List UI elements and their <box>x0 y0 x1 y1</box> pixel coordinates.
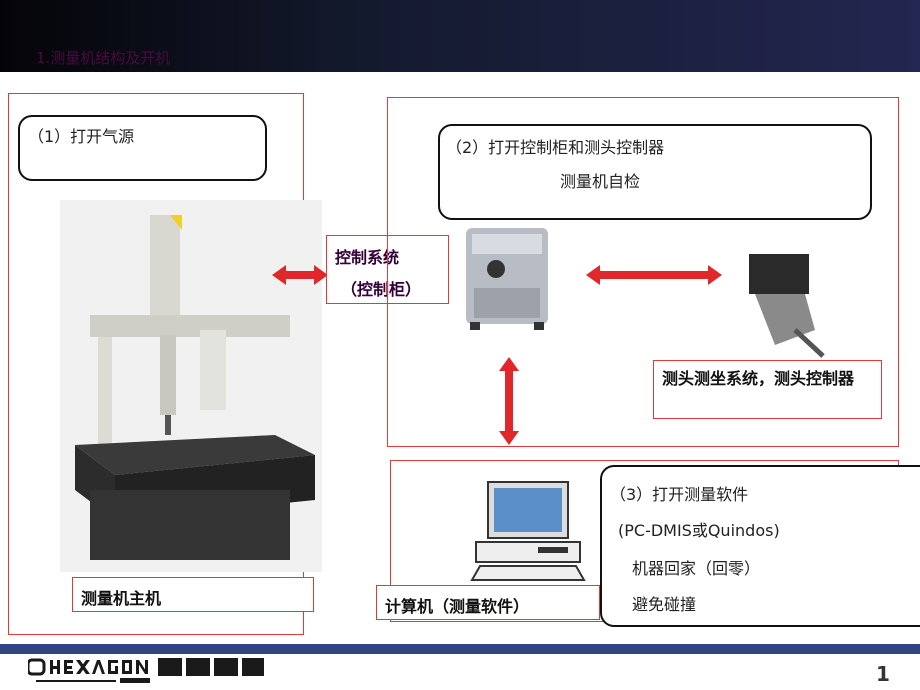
step3-callout: （3）打开测量软件 (PC-DMIS或Quindos) 机器回家（回零） 避免碰… <box>600 465 920 627</box>
hexagon-logo <box>28 658 264 683</box>
probe-head-image <box>749 254 825 358</box>
probe-label: 测头测坐系统，测头控制器 <box>662 369 855 388</box>
control-cabinet-label: （控制柜） <box>341 280 422 299</box>
header-bar <box>0 0 920 72</box>
double-arrow-cmm-control <box>272 265 328 285</box>
computer-label-box: 计算机（测量软件） <box>376 585 600 620</box>
page-number: 1 <box>876 662 890 686</box>
computer-label: 计算机（测量软件） <box>385 597 530 616</box>
double-arrow-control-probe <box>586 265 722 285</box>
double-arrow-control-computer <box>499 357 519 445</box>
step2-line1: （2）打开控制柜和测头控制器 <box>446 138 665 157</box>
step2-line2: 测量机自检 <box>560 172 641 191</box>
cmm-host-label: 测量机主机 <box>81 589 162 608</box>
step3-line1: （3）打开测量软件 <box>610 485 749 504</box>
step3-line4: 避免碰撞 <box>632 595 697 614</box>
probe-label-box: 测头测坐系统，测头控制器 <box>653 360 882 419</box>
cmm-host-label-box: 测量机主机 <box>72 577 314 612</box>
step1-label: （1）打开气源 <box>28 127 135 146</box>
computer-image <box>470 481 586 581</box>
cmm-machine-image <box>60 200 322 572</box>
step2-callout: （2）打开控制柜和测头控制器 测量机自检 <box>438 124 872 220</box>
control-section-frame <box>387 97 899 447</box>
step3-line2: (PC-DMIS或Quindos) <box>618 521 780 540</box>
step1-callout: （1）打开气源 <box>18 115 267 181</box>
control-cabinet-image <box>466 228 548 330</box>
control-system-label: 控制系统 <box>335 248 400 267</box>
slide-title: 1.测量机结构及开机 <box>36 49 171 67</box>
footer-bar <box>0 644 920 654</box>
step3-line3: 机器回家（回零） <box>632 559 761 578</box>
